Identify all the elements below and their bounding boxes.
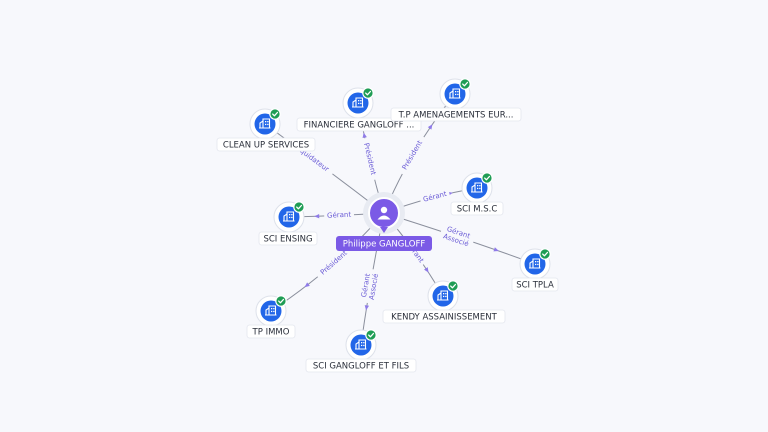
- edge-arrow-icon: [304, 282, 310, 288]
- company-label: SCI ENSING: [258, 231, 318, 246]
- edge-arrow-icon: [314, 214, 320, 219]
- verified-check-icon: [365, 329, 377, 341]
- company-label-background: [258, 231, 318, 246]
- nodes-layer: CLEAN UP SERVICES FINANCIERE GANGLOFF ...…: [216, 78, 559, 373]
- verified-check-icon: [269, 108, 281, 120]
- building-icon: [265, 305, 277, 316]
- building-icon: [471, 182, 483, 193]
- company-node-tp-immo[interactable]: TP IMMO: [246, 295, 296, 339]
- company-node-tp-amenagements[interactable]: T.P AMENAGEMENTS EUR...: [390, 78, 522, 122]
- svg-text:Président: Président: [362, 142, 377, 176]
- center-person-name: Philippe GANGLOFF: [343, 240, 426, 250]
- company-label-background: [382, 309, 506, 324]
- center-label-background: [336, 236, 432, 251]
- company-label: SCI GANGLOFF ET FILS: [305, 358, 417, 373]
- edge-relation-label: Président: [397, 134, 426, 176]
- center-pin-tip: [380, 227, 388, 233]
- svg-text:Gérant: Gérant: [327, 211, 352, 220]
- edge-clean-up-services: Liquidateur: [264, 123, 385, 214]
- company-label-background: [511, 277, 559, 292]
- company-node-financiere-gangloff[interactable]: FINANCIERE GANGLOFF ...: [296, 87, 422, 132]
- edge-relation-label: Gérant: [419, 188, 451, 204]
- edge-relation-label: Gérant: [358, 269, 372, 301]
- building-icon: [449, 88, 461, 99]
- center-person-node[interactable]: Philippe GANGLOFF: [336, 192, 432, 251]
- edge-arrow-icon: [362, 132, 367, 138]
- svg-text:Président: Président: [319, 249, 349, 277]
- company-name: FINANCIERE GANGLOFF ...: [304, 121, 415, 131]
- company-node-sci-gangloff-et-fils[interactable]: SCI GANGLOFF ET FILS: [305, 329, 417, 373]
- company-node-clean-up-services[interactable]: CLEAN UP SERVICES: [216, 108, 316, 152]
- company-name: SCI TPLA: [516, 281, 554, 291]
- company-label-background: [246, 324, 296, 339]
- edge-relation-label: Président: [361, 137, 380, 181]
- building-icon: [529, 258, 541, 269]
- company-label: T.P AMENAGEMENTS EUR...: [390, 107, 522, 122]
- company-label-background: [296, 117, 422, 132]
- svg-text:Président: Président: [401, 139, 425, 171]
- company-name: KENDY ASSAINISSEMENT: [391, 313, 497, 323]
- building-icon: [259, 118, 271, 129]
- company-label-background: [390, 107, 522, 122]
- verified-check-icon: [275, 295, 287, 307]
- company-node-sci-msc[interactable]: SCI M.S.C: [450, 172, 504, 216]
- company-name: SCI GANGLOFF ET FILS: [313, 362, 409, 372]
- edge-arrow-icon: [364, 305, 370, 311]
- edge-relation-label: Gérant: [323, 209, 355, 220]
- svg-text:Gérant: Gérant: [422, 190, 448, 204]
- verified-check-icon: [539, 248, 551, 260]
- person-icon: [377, 206, 391, 220]
- company-label-background: [450, 201, 504, 216]
- edge-arrow-icon: [493, 247, 499, 252]
- company-label-background: [216, 137, 316, 152]
- verified-check-icon: [293, 201, 305, 213]
- company-node-sci-tpla[interactable]: SCI TPLA: [511, 248, 559, 292]
- company-name: CLEAN UP SERVICES: [223, 141, 309, 151]
- company-name: T.P AMENAGEMENTS EUR...: [398, 111, 514, 121]
- company-name: SCI M.S.C: [457, 205, 498, 215]
- company-name: SCI ENSING: [263, 235, 312, 245]
- svg-text:Gérant: Gérant: [360, 273, 372, 298]
- building-icon: [355, 339, 367, 350]
- company-label-background: [305, 358, 417, 373]
- company-label: TP IMMO: [246, 324, 296, 339]
- building-icon: [352, 97, 364, 108]
- company-node-sci-ensing[interactable]: SCI ENSING: [258, 201, 318, 246]
- company-label: CLEAN UP SERVICES: [216, 137, 316, 152]
- company-label: SCI TPLA: [511, 277, 559, 292]
- building-icon: [437, 290, 449, 301]
- verified-check-icon: [447, 280, 459, 292]
- company-label: SCI M.S.C: [450, 201, 504, 216]
- company-label: KENDY ASSAINISSEMENT: [382, 309, 506, 324]
- edge-arrow-icon: [424, 267, 429, 273]
- verified-check-icon: [362, 87, 374, 99]
- company-name: TP IMMO: [252, 328, 290, 338]
- building-icon: [283, 211, 295, 222]
- verified-check-icon: [459, 78, 471, 90]
- company-node-kendy-assainissement[interactable]: KENDY ASSAINISSEMENT: [382, 280, 506, 324]
- verified-check-icon: [481, 172, 493, 184]
- company-label: FINANCIERE GANGLOFF ...: [296, 117, 422, 132]
- edge-arrow-icon: [427, 124, 433, 130]
